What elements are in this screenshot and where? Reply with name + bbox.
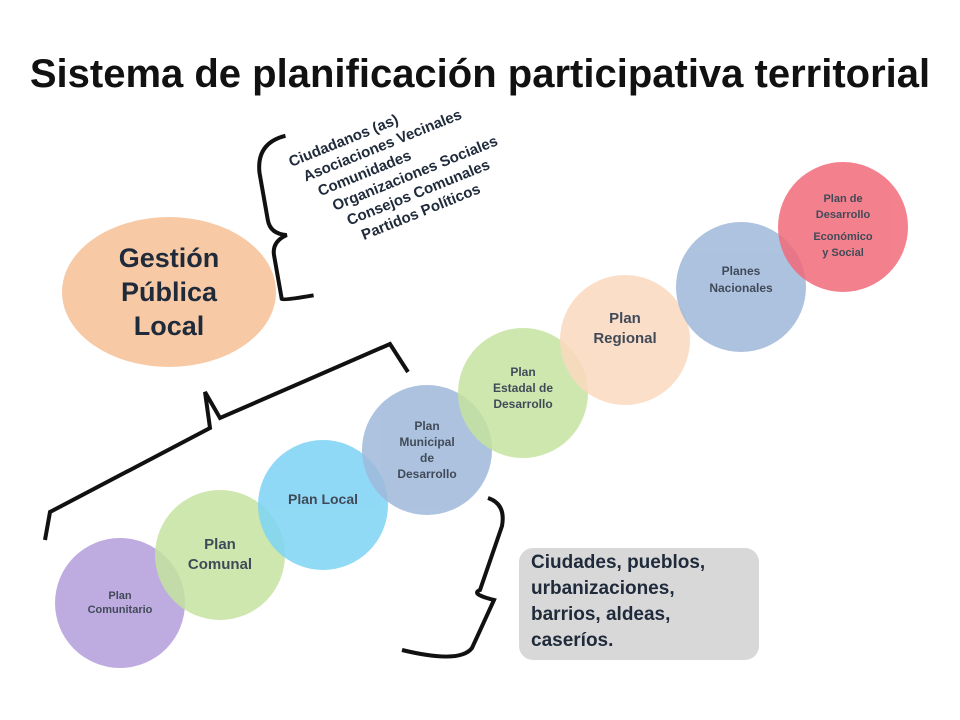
plan-label-line: Plan <box>609 310 641 327</box>
places-line: Ciudades, pueblos, <box>531 552 706 573</box>
plan-label-line: Desarrollo <box>815 209 871 221</box>
plan-label-line: Plan Local <box>287 491 359 507</box>
plan-label-line: Desarrollo <box>397 467 457 481</box>
plan-label-line: Comunitario <box>87 604 153 616</box>
plan-label-line: Desarrollo <box>493 397 553 411</box>
plan-local-circle: Plan Local <box>258 440 388 570</box>
plan-regional-circle: Plan Regional <box>560 275 690 405</box>
plan-label-line: Comunal <box>187 556 253 573</box>
levels-brace <box>43 341 410 541</box>
places-brace <box>401 496 505 659</box>
gestion-line-2: Pública <box>120 277 218 307</box>
plan-label-line: Plan <box>414 419 440 433</box>
plan-label-line: Planes <box>721 264 761 278</box>
gestion-line-3: Local <box>133 311 205 341</box>
plan-desarrollo-economico-circle: Plan de Desarrollo Económico y Social <box>778 162 908 292</box>
plan-label-line: Plan <box>204 536 236 553</box>
plan-label-line: Plan <box>108 590 132 602</box>
plan-label-line: Plan <box>510 365 536 379</box>
places-line: caseríos. <box>531 630 614 651</box>
plan-label-line: y Social <box>822 247 864 259</box>
plan-label-line: Estadal de <box>492 381 554 395</box>
plan-label-line: Plan de <box>823 193 863 205</box>
places-line: urbanizaciones, <box>531 578 675 599</box>
gestion-publica-local-ellipse: Gestión Pública Local <box>62 217 276 367</box>
plan-label-line: Económico <box>813 231 873 243</box>
page-title: Sistema de planificación participativa t… <box>29 52 931 96</box>
places-box: Ciudades, pueblos, urbanizaciones, barri… <box>519 548 759 660</box>
plan-label-line: Regional <box>593 330 657 347</box>
actors-brace <box>257 133 314 302</box>
places-line: barrios, aldeas, <box>531 604 671 625</box>
gestion-line-1: Gestión <box>118 243 220 273</box>
plan-estadal-circle: Plan Estadal de Desarrollo <box>458 328 588 458</box>
plan-label-line: de <box>419 451 434 465</box>
plan-label-line: Nacionales <box>709 281 773 295</box>
plan-label-line: Municipal <box>399 435 455 449</box>
